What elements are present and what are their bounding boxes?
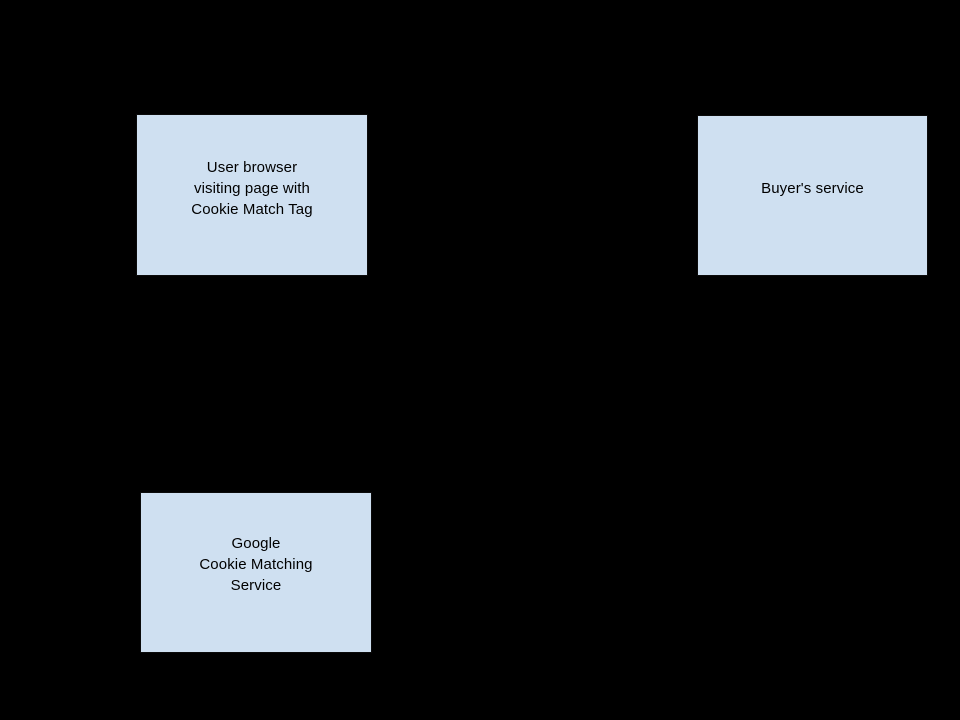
node-google-cookie-matching-service-label: Google Cookie Matching Service — [199, 535, 313, 594]
node-buyers-service[interactable]: Buyer's service — [697, 115, 928, 276]
node-google-cookie-matching-service[interactable]: Google Cookie Matching Service — [140, 492, 372, 653]
node-user-browser[interactable]: User browser visiting page with Cookie M… — [136, 114, 368, 276]
node-user-browser-label: User browser visiting page with Cookie M… — [191, 158, 313, 218]
node-buyers-service-label: Buyer's service — [761, 180, 864, 197]
